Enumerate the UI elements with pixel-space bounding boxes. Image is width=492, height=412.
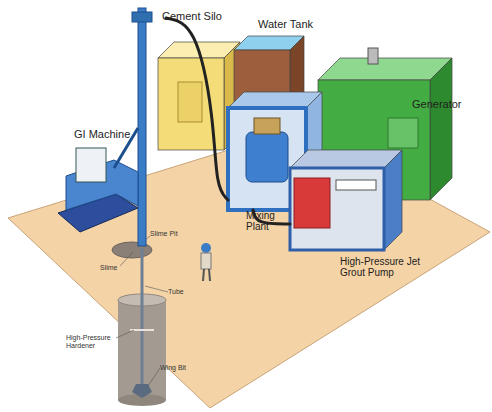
leader-line xyxy=(116,330,134,338)
equipment-label: High-Pressure Jet Grout Pump xyxy=(340,256,440,278)
part-label: Slime xyxy=(100,264,130,272)
equipment-label: Generator xyxy=(412,98,482,110)
pump-plate xyxy=(336,180,376,190)
box-top xyxy=(228,92,322,108)
mast-head xyxy=(132,12,152,22)
equipment-label: Mixing Plant xyxy=(246,210,296,232)
hose-connector xyxy=(166,18,228,200)
box-side xyxy=(384,150,402,250)
worker-helmet xyxy=(201,243,211,253)
rig-mast xyxy=(138,8,146,246)
leader-line xyxy=(120,252,133,266)
mixer-hopper xyxy=(254,118,280,134)
tube-rod xyxy=(141,248,144,384)
box-front xyxy=(158,58,224,150)
worker-leg xyxy=(209,269,210,281)
part-label: Tube xyxy=(168,288,198,296)
box-top xyxy=(318,58,452,80)
generator-panel xyxy=(388,118,418,148)
equipment-node: High-Pressure Jet Grout Pump xyxy=(290,150,402,250)
box-front xyxy=(290,168,384,250)
rig-cab xyxy=(76,148,106,182)
equipment-label: GI Machine xyxy=(74,128,144,140)
wing-bit-shape xyxy=(132,384,152,398)
leader-line xyxy=(145,286,168,292)
hose-connector xyxy=(253,210,290,224)
equipment-node: GI Machine xyxy=(58,8,166,248)
part-label: Wing Bit xyxy=(160,364,200,372)
box-top xyxy=(290,150,402,168)
worker-body xyxy=(201,253,211,269)
pump-body xyxy=(290,168,384,250)
equipment-label: Water Tank xyxy=(258,18,338,30)
worker-leg xyxy=(203,269,204,281)
exhaust-stack xyxy=(368,48,378,64)
part-label: High-Pressure Hardener xyxy=(66,334,122,349)
box-side xyxy=(430,58,452,200)
silo-hatch xyxy=(178,82,202,122)
equipment-label: Cement Silo xyxy=(162,10,252,22)
mixer-tank xyxy=(246,132,288,182)
equipment-shape xyxy=(290,150,402,250)
leader-line xyxy=(148,368,160,386)
pump-panel xyxy=(294,178,330,228)
part-label: Slime Pit xyxy=(150,230,190,238)
